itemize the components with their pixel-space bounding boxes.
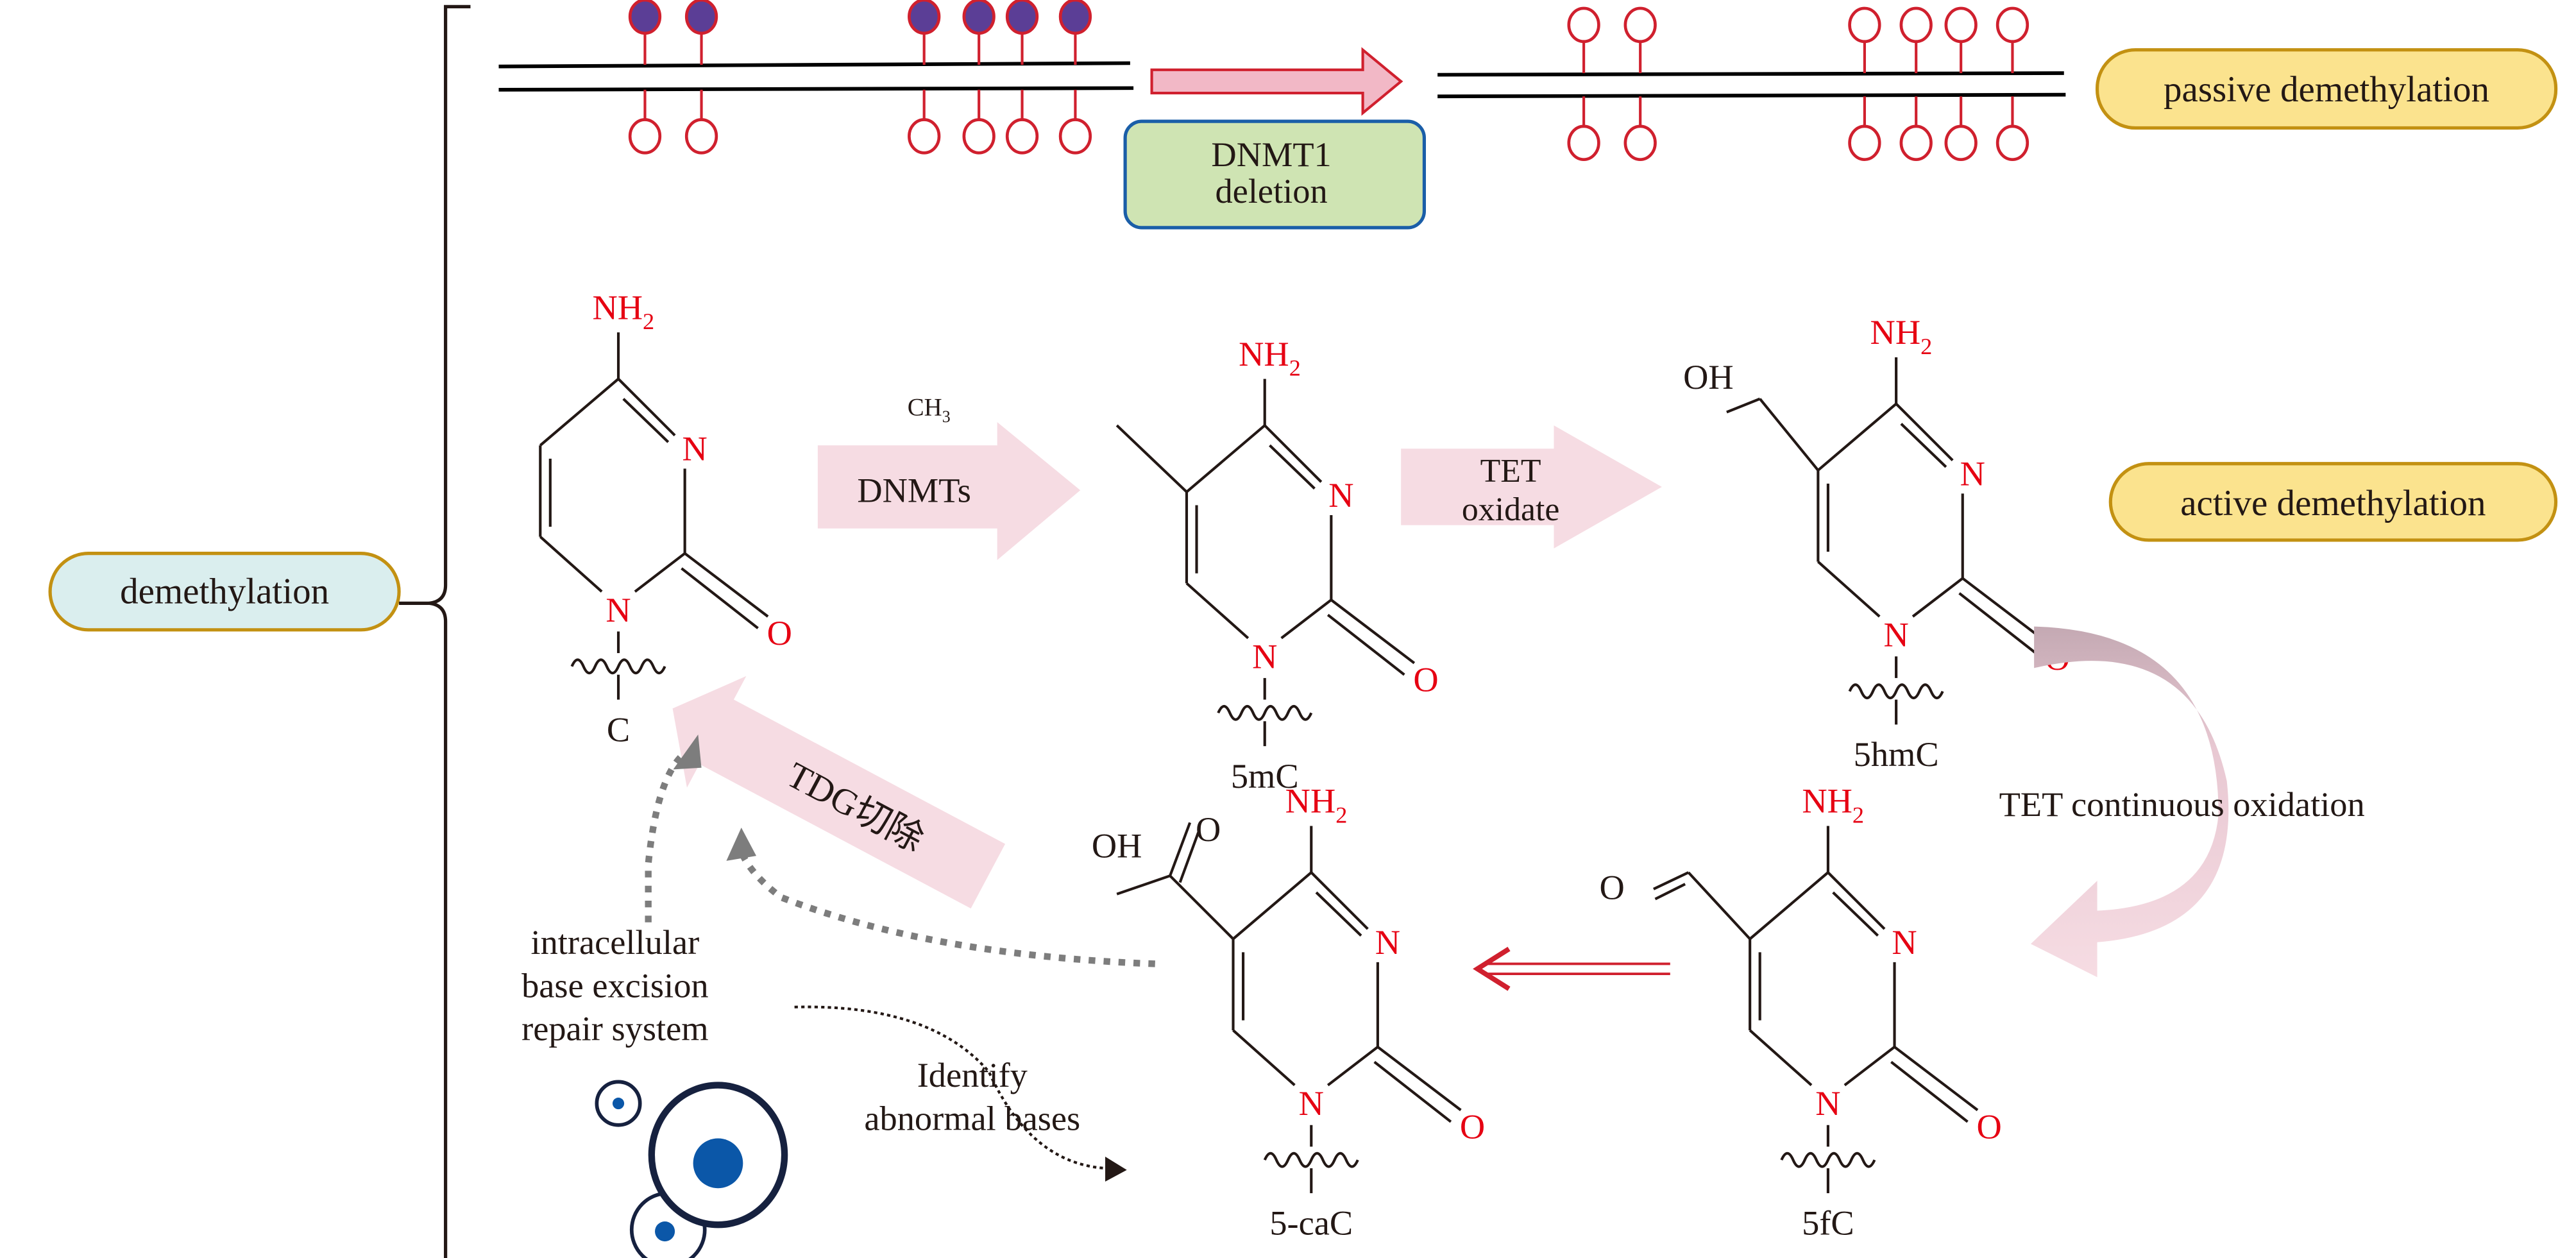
molecule-5-cac: N N O NH2 5-caC OH O — [1092, 782, 1485, 1243]
bracket-brace — [428, 4, 471, 1258]
nitrogen-atom: N — [1299, 1084, 1324, 1123]
deletion-label: deletion — [1215, 172, 1327, 210]
dnmt1-label: DNMT1 — [1211, 135, 1331, 174]
aldehyde-oxygen: O — [1600, 868, 1625, 906]
svg-text:base excision: base excision — [521, 966, 709, 1005]
nitrogen-atom: N — [1328, 476, 1353, 514]
passive-label: passive demethylation — [2164, 69, 2489, 110]
nitrogen-atom: N — [1883, 616, 1908, 654]
active-label: active demethylation — [2180, 483, 2486, 523]
unmethylated-cpg-site — [1944, 6, 1978, 162]
oxygen-atom: O — [1460, 1107, 1485, 1146]
unmethylated-cpg-site — [1623, 6, 1657, 162]
unmethylated-cpg-site — [1567, 6, 1600, 162]
molecule-5mc: N N O NH2 5mC — [1115, 335, 1439, 795]
amine-group: NH2 — [1870, 313, 1933, 359]
methylated-cpg-site — [908, 0, 941, 155]
methylated-cpg-site — [1005, 0, 1039, 155]
passive-pill — [2095, 48, 2558, 130]
unmethylated-cpg-site — [1996, 6, 2029, 162]
amine-group: NH2 — [592, 288, 654, 334]
svg-text:intracellular: intracellular — [530, 923, 699, 962]
methylated-cpg-site — [1058, 0, 1092, 155]
tet-oxidate-arrow: TET oxidate — [1401, 425, 1662, 548]
amine-group: NH2 — [1239, 335, 1301, 381]
tdg-excision-arrow: TDG切除 — [672, 676, 1006, 909]
nitrogen-atom: N — [1960, 454, 1985, 493]
carbonyl-oxygen: O — [1196, 810, 1221, 849]
methylated-dna — [498, 0, 1134, 155]
repair-dotted-arrow-2 — [736, 846, 1155, 967]
amine-group: NH2 — [1802, 782, 1864, 828]
molecule-name: 5fC — [1802, 1204, 1854, 1243]
molecule-name: 5mC — [1231, 757, 1299, 795]
repair-arrowhead-1 — [673, 734, 702, 770]
nitrogen-atom: N — [1815, 1084, 1840, 1123]
svg-text:abnormal bases: abnormal bases — [864, 1100, 1080, 1138]
hydroxyl-group: OH — [1092, 827, 1142, 865]
dnmts-arrow: DNMTs CH3 — [817, 394, 1081, 560]
root-node: demethylation — [48, 552, 401, 632]
passive-demethylation-node: passive demethylation — [2095, 48, 2558, 130]
methylated-cpg-site — [962, 0, 996, 155]
oxygen-atom: O — [767, 614, 792, 652]
repair-dotted-arrow-1 — [645, 754, 684, 922]
passive-arrow — [1150, 47, 1403, 116]
methylated-cpg-site — [628, 0, 662, 155]
molecule-name: 5hmC — [1854, 735, 1939, 774]
oxygen-atom: O — [1977, 1107, 2002, 1146]
identify-label: Identify abnormal bases — [864, 1056, 1080, 1137]
nitrogen-atom: N — [682, 430, 708, 468]
repair-system-label: intracellular base excision repair syste… — [521, 923, 709, 1048]
dnmt1-deletion-box: DNMT1 deletion — [1123, 119, 1427, 230]
amine-group: NH2 — [1285, 782, 1348, 828]
unmethylated-dna — [1437, 6, 2066, 162]
nitrogen-atom: N — [1252, 637, 1277, 676]
tet-continuous-label: TET continuous oxidation — [1999, 785, 2365, 824]
hydroxyl-group: OH — [1683, 358, 1734, 396]
identify-dotted-arrow — [794, 1005, 1106, 1170]
active-demethylation-node: active demethylation — [2108, 462, 2558, 542]
unmethylated-cpg-site — [1848, 6, 1881, 162]
nitrogen-atom: N — [606, 591, 631, 629]
identify-arrowhead — [1105, 1156, 1127, 1182]
molecule-name: 5-caC — [1269, 1204, 1353, 1243]
molecule-5hmc: NNONH25hmCOH — [1683, 313, 2070, 774]
root-label: demethylation — [120, 571, 329, 611]
oxidate-label: oxidate — [1462, 491, 1559, 528]
unmethylated-cpg-site — [1899, 6, 1933, 162]
repair-arrowhead-2 — [726, 828, 757, 861]
tet-label: TET — [1480, 453, 1541, 489]
molecule-5fc: N N O NH2 5fC O — [1600, 782, 2002, 1243]
root-pill — [48, 552, 401, 632]
nitrogen-atom: N — [1375, 923, 1400, 962]
molecule-name: C — [607, 710, 630, 749]
oxygen-atom: O — [1413, 661, 1438, 699]
fc-to-cac-arrow — [1473, 946, 1670, 991]
ch3-label: CH3 — [908, 394, 951, 426]
nitrogen-atom: N — [1892, 923, 1917, 962]
dnmts-label: DNMTs — [857, 471, 971, 509]
svg-text:repair system: repair system — [521, 1010, 709, 1048]
tet-continuous-arrow: TET continuous oxidation — [1999, 626, 2365, 978]
svg-text:Identify: Identify — [917, 1056, 1028, 1094]
methylated-cpg-site — [684, 0, 718, 155]
active-pill — [2108, 462, 2558, 542]
cell-cluster-icon — [595, 1080, 788, 1258]
